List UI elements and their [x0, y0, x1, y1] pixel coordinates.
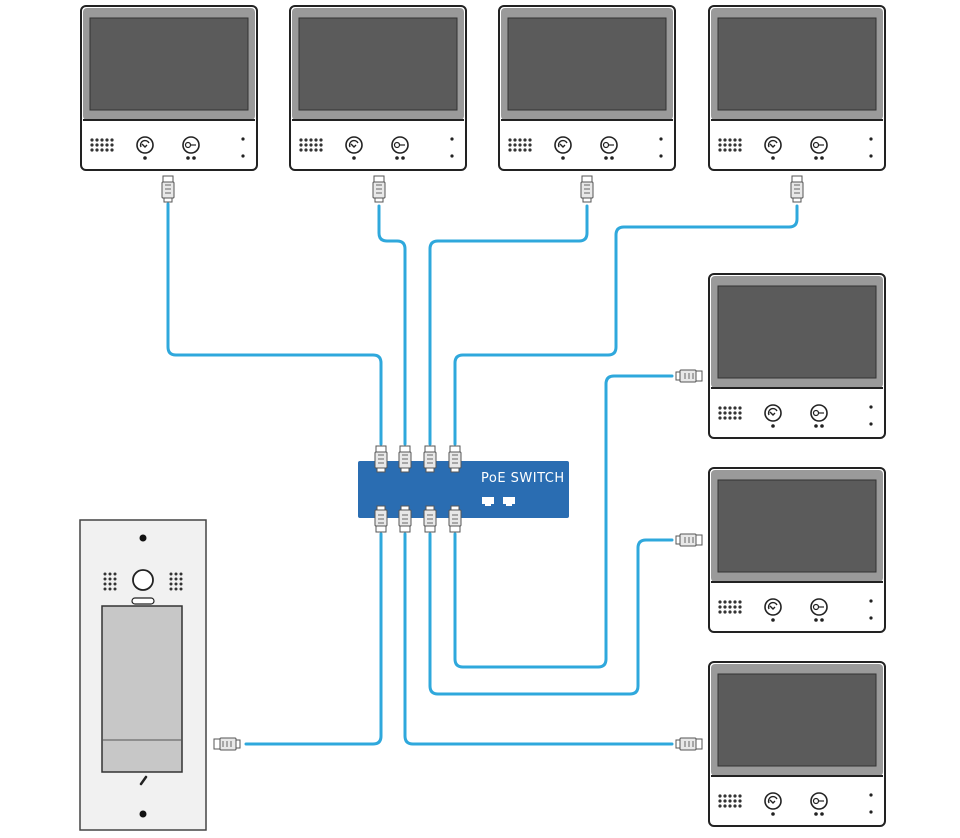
- camera-lens-icon: [132, 569, 154, 591]
- indoor-monitor: [709, 274, 885, 438]
- nameplate-icon: [101, 605, 183, 773]
- poe-switch: PoE SWITCH: [358, 461, 569, 518]
- mic-icon: [139, 775, 148, 786]
- indoor-monitor: [81, 6, 257, 170]
- indoor-monitor: [290, 6, 466, 170]
- cable-monitor-3: [428, 204, 589, 446]
- indoor-monitor: [499, 6, 675, 170]
- cable-monitor-2: [377, 204, 407, 446]
- cables: [166, 202, 799, 746]
- poe-switch-label: PoE SWITCH: [481, 471, 565, 486]
- indoor-monitor: [709, 468, 885, 632]
- mounting-screw: [139, 534, 147, 542]
- cable-monitor-5: [453, 374, 674, 669]
- cable-monitor-6: [428, 532, 674, 696]
- cable-monitor-7: [403, 532, 674, 746]
- cable-monitor-1: [166, 202, 383, 446]
- indoor-monitor: [709, 6, 885, 170]
- cable-door-station: [244, 532, 383, 746]
- switch-port-icon: [482, 497, 515, 506]
- mounting-screw: [139, 810, 147, 818]
- indoor-monitor: [709, 662, 885, 826]
- cable-monitor-4: [453, 204, 799, 446]
- door-station-led: [131, 597, 155, 605]
- speaker-grille-icon: [103, 572, 183, 591]
- door-station: [79, 519, 207, 831]
